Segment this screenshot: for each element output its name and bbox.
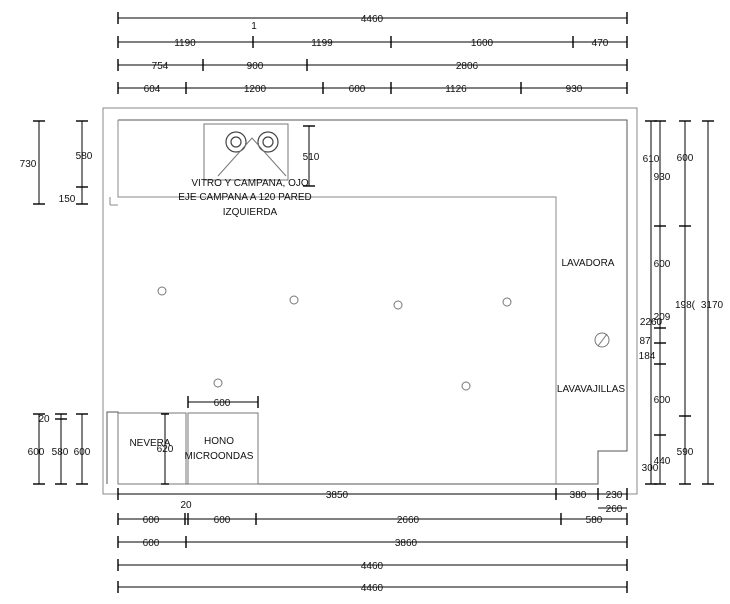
- dim-bottom-3850: 3850: [326, 490, 349, 501]
- hob: [203, 123, 289, 181]
- label-lavavajillas: LAVAVAJILLAS: [557, 384, 626, 395]
- dim-bl-600-b: 600: [74, 447, 91, 458]
- outer-wall: [102, 107, 638, 495]
- dim-930: 930: [654, 172, 671, 183]
- burner-left-inner: [230, 136, 242, 148]
- dim-fridge-620: 620: [157, 444, 174, 455]
- dim-87: 87: [639, 336, 651, 347]
- appliances: [117, 412, 259, 485]
- dim-600-right-low: 600: [654, 395, 671, 406]
- dim-oven-600: 600: [214, 398, 231, 409]
- hob-note-line1: VITRO Y CAMPANA, OJO: [191, 178, 308, 189]
- dim-top-row4-2: 1200: [244, 84, 267, 95]
- burner-right-outer: [257, 131, 279, 153]
- dim-3170: 3170: [701, 300, 724, 311]
- dim-top-row3-2: 900: [247, 61, 264, 72]
- dim-580: 580: [76, 151, 93, 162]
- dim-bottom-row2-3: 2660: [397, 515, 420, 526]
- dim-300: 300: [642, 463, 659, 474]
- dim-top-total: 4460: [361, 14, 384, 25]
- dim-top-marker: 1: [251, 21, 257, 32]
- light-point-icon: [157, 286, 167, 296]
- dim-top-row3-1: 754: [152, 61, 169, 72]
- dim-184: 184: [639, 351, 656, 362]
- light-points: [157, 286, 610, 391]
- light-point-icon: [393, 300, 403, 310]
- dim-610: 610: [643, 154, 660, 165]
- left-top-dimensions: 730 580 150 510: [20, 120, 320, 205]
- hob-frame: [203, 123, 289, 181]
- dim-1980: 198(: [675, 300, 696, 311]
- dim-2260: 2260: [640, 317, 663, 328]
- dim-bottom-total-b: 4460: [361, 583, 384, 594]
- dim-bottom-20: 20: [180, 500, 192, 511]
- oven-box: [187, 412, 259, 485]
- dim-bottom-row2-4: 580: [586, 515, 603, 526]
- dim-590: 590: [677, 447, 694, 458]
- right-dimensions: 610 930 600 600 209 2260 87 184 600 198(…: [639, 120, 724, 485]
- light-point-icon: [289, 295, 299, 305]
- top-dimensions: 4460 1 1190 1199 1600 470 754 900 2806 6…: [117, 12, 628, 95]
- dim-bottom-230: 230: [606, 490, 623, 501]
- room-walls: [102, 107, 638, 495]
- dim-top-row4-5: 930: [566, 84, 583, 95]
- dim-bottom-row3-2: 3860: [395, 538, 418, 549]
- burner-left-outer: [225, 131, 247, 153]
- dim-bl-600-a: 600: [28, 447, 45, 458]
- dim-bottom-row3-1: 600: [143, 538, 160, 549]
- dim-bottom-380: 380: [570, 490, 587, 501]
- inner-room-outline: [106, 119, 628, 485]
- dim-top-row2-1: 1190: [174, 38, 196, 49]
- hob-note-line2: EJE CAMPANA A 120 PARED: [178, 192, 312, 203]
- water-outlet-pipe: [597, 333, 608, 347]
- bottom-left-dimensions: 20 600 580 600 600 620: [28, 396, 259, 485]
- dim-top-row3-3: 2806: [456, 61, 479, 72]
- dim-top-row4-1: 604: [144, 84, 161, 95]
- dim-bottom-260: 260: [606, 504, 623, 515]
- dim-440: 440: [654, 456, 671, 467]
- dim-top-row4-4: 1126: [445, 84, 467, 95]
- dim-600-right-mid: 600: [654, 259, 671, 270]
- dim-510: 510: [303, 152, 320, 163]
- label-horno-line1: HONO: [204, 436, 234, 447]
- light-point-icon: [213, 378, 223, 388]
- label-horno-line2: MICROONDAS: [185, 451, 254, 462]
- burner-right-inner: [262, 136, 274, 148]
- dim-150: 150: [59, 194, 76, 205]
- dim-bottom-total-a: 4460: [361, 561, 384, 572]
- dim-209: 209: [654, 312, 671, 323]
- upper-counter-edge: [117, 120, 557, 484]
- dim-bl-580: 580: [52, 447, 69, 458]
- label-nevera: NEVERA: [129, 438, 170, 449]
- dim-top-row2-3: 1600: [471, 38, 494, 49]
- bottom-dimensions: 3850 380 230 260 20 600 600 2660 580 600…: [117, 488, 628, 594]
- hood-triangle: [217, 137, 287, 177]
- dim-bl-20: 20: [38, 414, 50, 425]
- light-point-icon: [502, 297, 512, 307]
- dim-top-row2-4: 470: [592, 38, 609, 49]
- water-outlet-icon: [594, 332, 610, 348]
- hob-note-line3: IZQUIERDA: [223, 207, 278, 218]
- dim-730: 730: [20, 159, 37, 170]
- dim-600-right-top: 600: [677, 153, 694, 164]
- fridge-box: [117, 412, 187, 485]
- dim-top-row4-3: 600: [349, 84, 366, 95]
- dim-top-row2-2: 1199: [311, 38, 333, 49]
- dim-bottom-row2-2: 600: [214, 515, 231, 526]
- light-point-icon: [461, 381, 471, 391]
- plan-labels: VITRO Y CAMPANA, OJO EJE CAMPANA A 120 P…: [129, 178, 625, 462]
- label-lavadora: LAVADORA: [562, 258, 615, 269]
- dim-bottom-row2-1: 600: [143, 515, 160, 526]
